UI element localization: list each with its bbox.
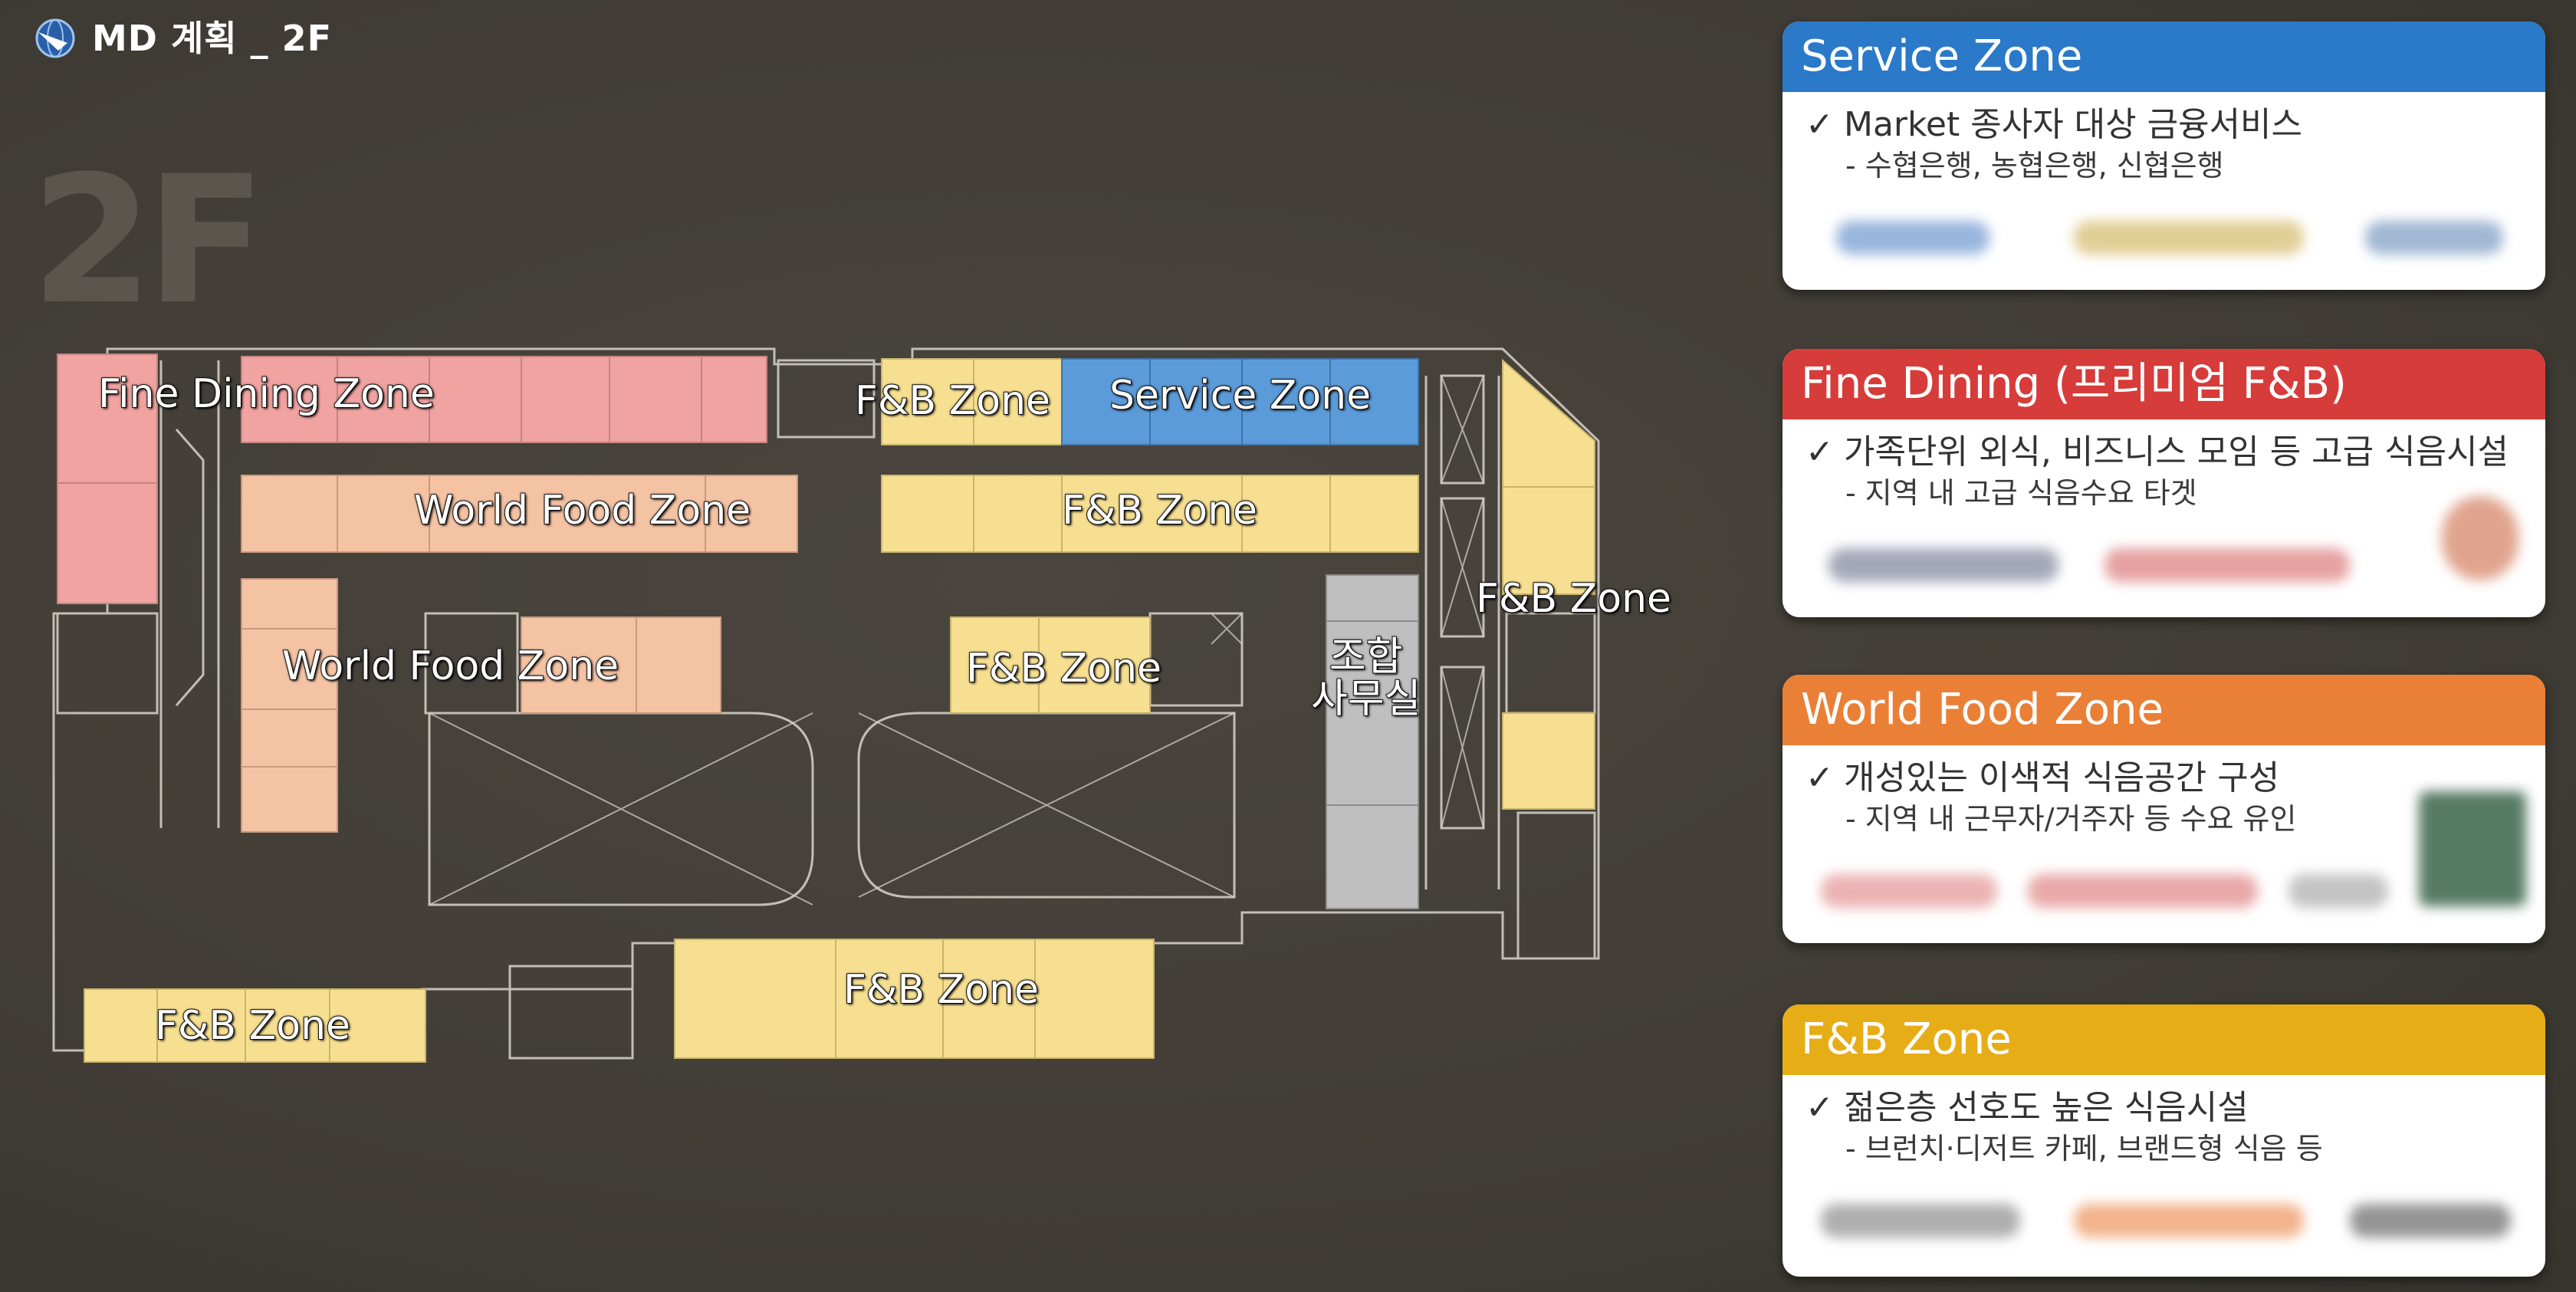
plan-outlines xyxy=(52,347,1600,1060)
blurred-photo xyxy=(2442,496,2518,580)
blurred-logo xyxy=(2365,221,2503,255)
legend-card-header: F&B Zone xyxy=(1783,1004,2545,1075)
legend-card-fine-dining: Fine Dining (프리미엄 F&B) ✓가족단위 외식, 비즈니스 모임… xyxy=(1783,349,2545,617)
legend-card-line1-text: 가족단위 외식, 비즈니스 모임 등 고급 식음시설 xyxy=(1844,432,2509,472)
legend-card-line2: - 지역 내 근무자/거주자 등 수요 유인 xyxy=(1845,802,2297,837)
legend-card-world-food: World Food Zone ✓ 개성있는 이색적 식음공간 구성 - 지역 내… xyxy=(1783,675,2545,943)
legend-card-line1: ✓ 개성있는 이색적 식음공간 구성 xyxy=(1806,756,2522,800)
legend-card-header: Fine Dining (프리미엄 F&B) xyxy=(1783,349,2545,419)
legend-card-line2: - 수협은행, 농협은행, 신협은행 xyxy=(1845,149,2224,183)
zone-label-service: Service Zone xyxy=(1109,373,1372,419)
blurred-logo xyxy=(1821,874,1997,908)
checkmark-icon: ✓ xyxy=(1806,105,1834,144)
blurred-logo xyxy=(2074,1204,2304,1238)
legend-card-line1-text: Market 종사자 대상 금융서비스 xyxy=(1844,105,2303,144)
blurred-logo xyxy=(1821,1204,2020,1238)
legend-card-body: ✓ 개성있는 이색적 식음공간 구성 - 지역 내 근무자/거주자 등 수요 유인 xyxy=(1783,745,2545,908)
legend-card-body: ✓ 젊은층 선호도 높은 식음시설 - 브런치·디저트 카페, 브랜드형 식음 등 xyxy=(1783,1075,2545,1238)
legend-card-line1: ✓ Market 종사자 대상 금융서비스 xyxy=(1806,103,2522,146)
fine-dining-blocks xyxy=(57,353,767,604)
blurred-logo xyxy=(2028,874,2258,908)
zone-label-fnb-top-b: F&B Zone xyxy=(1061,488,1258,534)
fnb-blocks xyxy=(84,358,1595,1063)
stair-marks xyxy=(429,375,1484,906)
legend-card-line2: - 브런치·디저트 카페, 브랜드형 식음 등 xyxy=(1845,1132,2323,1166)
legend-card-line2: - 지역 내 고급 식음수요 타겟 xyxy=(1845,476,2197,511)
blurred-logo xyxy=(2074,221,2304,255)
legend-card-body: ✓ Market 종사자 대상 금융서비스 - 수협은행, 농협은행, 신협은행 xyxy=(1783,92,2545,255)
legend-card-line1: ✓가족단위 외식, 비즈니스 모임 등 고급 식음시설 xyxy=(1806,430,2522,474)
legend-card-header: Service Zone xyxy=(1783,21,2545,92)
zone-label-fnb-right: F&B Zone xyxy=(1475,576,1672,622)
zone-label-fine-dining: Fine Dining Zone xyxy=(97,371,435,417)
blurred-logo xyxy=(2288,874,2388,908)
legend-card-body: ✓가족단위 외식, 비즈니스 모임 등 고급 식음시설 - 지역 내 고급 식음… xyxy=(1783,419,2545,582)
checkmark-icon: ✓ xyxy=(1806,758,1834,797)
zone-label-fnb-mid: F&B Zone xyxy=(965,646,1162,692)
legend-card-line1: ✓ 젊은층 선호도 높은 식음시설 xyxy=(1806,1086,2522,1129)
checkmark-icon: ✓ xyxy=(1806,432,1834,472)
legend-card-line1-text: 젊은층 선호도 높은 식음시설 xyxy=(1844,1088,2249,1127)
blurred-logo xyxy=(1836,221,1990,255)
page-title: MD 계획 _ 2F xyxy=(92,18,333,59)
floor-plan xyxy=(52,347,1600,1063)
blurred-logo xyxy=(2419,791,2526,906)
legend-card-service: Service Zone ✓ Market 종사자 대상 금융서비스 - 수협은행… xyxy=(1783,21,2545,290)
world-food-blocks xyxy=(241,475,798,833)
zone-label-world-food-mid: World Food Zone xyxy=(281,643,619,689)
blurred-logo xyxy=(2104,548,2350,582)
legend-card-fnb: F&B Zone ✓ 젊은층 선호도 높은 식음시설 - 브런치·디저트 카페, … xyxy=(1783,1004,2545,1277)
floor-label: 2F xyxy=(31,139,266,344)
service-block xyxy=(1061,358,1419,445)
zone-label-fnb-bottom-left: F&B Zone xyxy=(154,1003,351,1049)
legend-card-header: World Food Zone xyxy=(1783,675,2545,745)
office-block xyxy=(1326,574,1419,909)
zone-label-fnb-bottom-mid: F&B Zone xyxy=(843,967,1040,1013)
logo-icon xyxy=(35,18,75,58)
blurred-logo xyxy=(1829,548,2058,582)
blurred-logo xyxy=(2350,1204,2511,1238)
checkmark-icon: ✓ xyxy=(1806,1088,1834,1127)
zone-label-fnb-top-a: F&B Zone xyxy=(854,378,1051,424)
zone-label-world-food-top: World Food Zone xyxy=(413,488,751,534)
legend-card-line1-text: 개성있는 이색적 식음공간 구성 xyxy=(1844,758,2280,797)
